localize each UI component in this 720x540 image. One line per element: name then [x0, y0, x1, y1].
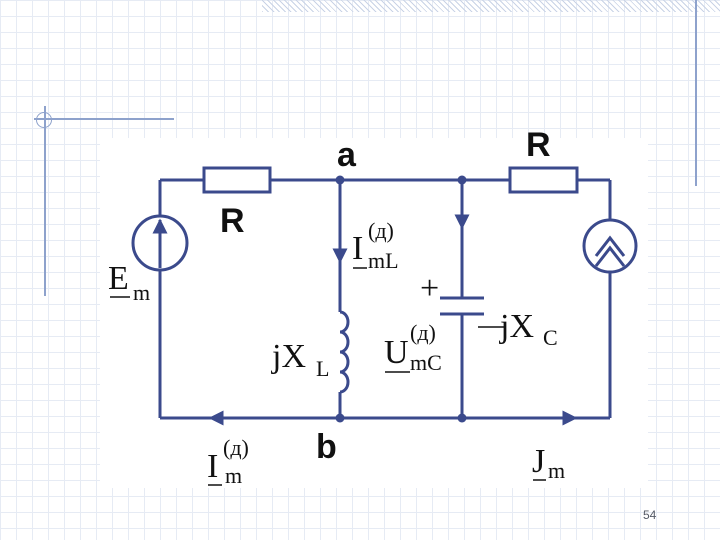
deco-circle — [36, 112, 52, 128]
voltage-C-label: U — [384, 334, 409, 371]
node-b-dot — [335, 413, 345, 423]
inductor-sub-label: L — [316, 356, 330, 381]
node-a-dot — [335, 175, 345, 185]
capacitor-label: jX — [500, 308, 534, 345]
resistor-top-left — [202, 166, 272, 194]
current-L-label: I — [352, 230, 364, 267]
current-source-chevron-1 — [594, 235, 626, 257]
current-L-sup-label: (д) — [368, 218, 394, 243]
left-deco-line — [44, 106, 46, 296]
resistor-top-right — [508, 166, 579, 194]
source-J-sub-label: m — [548, 458, 566, 483]
source-J-label: J — [532, 443, 546, 480]
inductor-coil — [339, 310, 350, 394]
current-m-sub-label: m — [225, 463, 243, 488]
node-dot-top-right — [457, 175, 467, 185]
diagram-panel — [100, 138, 648, 488]
top-deco-line — [34, 118, 174, 120]
inductor-label: jX — [272, 338, 306, 375]
emf-sub-label: m — [133, 280, 151, 305]
resistor-top-right-label: R — [526, 126, 551, 164]
voltage-C-sub-label: mC — [410, 350, 442, 375]
node-b-label: b — [316, 428, 337, 466]
emf-label: E — [108, 260, 129, 297]
header-hatch-strip — [262, 0, 720, 12]
node-dot-bottom-right — [457, 413, 467, 423]
voltage-C-sup-label: (д) — [410, 320, 436, 345]
node-a-label: a — [337, 136, 356, 174]
capacitor-plus: + — [420, 270, 440, 307]
current-m-label: I — [207, 448, 219, 485]
current-source-chevron-2 — [594, 245, 626, 267]
resistor-top-left-label: R — [220, 202, 245, 240]
current-m-sup-label: (д) — [223, 435, 249, 460]
page-number: 54 — [643, 508, 657, 522]
capacitor-sub-label: C — [543, 325, 558, 350]
right-deco-line — [695, 0, 697, 186]
current-L-sub-label: mL — [368, 248, 399, 273]
